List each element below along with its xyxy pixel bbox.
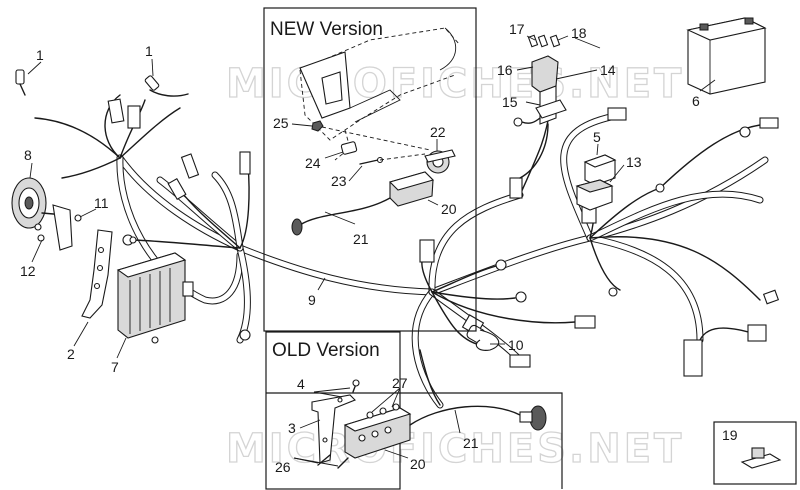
screws-26 — [317, 454, 349, 469]
callouts: 1 1 2 3 4 5 6 7 8 9 10 11 12 13 14 15 16… — [20, 21, 738, 475]
relay-13 — [575, 179, 614, 211]
bracket-3 — [311, 394, 356, 464]
module-20-old — [343, 403, 547, 459]
new-version-inset — [263, 7, 477, 332]
callout-21-new: 21 — [353, 231, 369, 247]
frame-sketch — [299, 27, 461, 161]
old-module-lead — [419, 349, 441, 406]
callout-8: 8 — [24, 147, 32, 163]
harness-connectors — [107, 98, 780, 377]
callout-13: 13 — [626, 154, 642, 170]
callout-27: 27 — [392, 375, 408, 391]
starter-relay-assembly — [513, 34, 567, 179]
callout-17: 17 — [509, 21, 525, 37]
fuse-holder-10 — [466, 324, 500, 351]
regulator-bracket — [81, 229, 137, 319]
old-version-label: OLD Version — [272, 340, 380, 361]
bulb-left — [15, 69, 26, 96]
callout-9: 9 — [308, 292, 316, 308]
callout-16: 16 — [497, 62, 513, 78]
voltage-regulator — [116, 252, 194, 344]
callout-12: 12 — [20, 263, 36, 279]
inset-19 — [713, 421, 797, 485]
screw-23 — [359, 156, 384, 165]
module-20-new — [291, 171, 435, 236]
callout-24: 24 — [305, 155, 321, 171]
callout-3: 3 — [288, 420, 296, 436]
callout-20-old: 20 — [410, 456, 426, 472]
screw-4 — [352, 379, 360, 393]
callout-7: 7 — [111, 359, 119, 375]
horn — [11, 177, 66, 229]
callout-22: 22 — [430, 124, 446, 140]
new-version-label: NEW Version — [270, 19, 383, 40]
fuse-19 — [740, 447, 782, 469]
callout-11: 11 — [94, 195, 109, 211]
callout-15: 15 — [502, 94, 518, 110]
bulb-right — [144, 75, 189, 97]
relay-5 — [583, 154, 617, 186]
callout-5: 5 — [593, 129, 601, 145]
leader-lines — [27, 35, 716, 467]
nut-25 — [311, 120, 324, 132]
bracket-small — [34, 204, 82, 251]
callout-18: 18 — [571, 25, 587, 41]
battery — [686, 17, 767, 95]
callout-1-left: 1 — [36, 47, 44, 63]
sensor-22 — [321, 126, 456, 174]
callout-1-right: 1 — [145, 43, 153, 59]
callout-20-new: 20 — [441, 201, 457, 217]
callout-6: 6 — [692, 93, 700, 109]
old-version-inset-extension — [266, 392, 563, 489]
callout-23: 23 — [331, 173, 347, 189]
callout-19: 19 — [722, 427, 738, 443]
callout-10: 10 — [508, 337, 524, 353]
spacer-24 — [340, 141, 358, 155]
callout-26: 26 — [275, 459, 291, 475]
callout-2: 2 — [67, 346, 75, 362]
callout-25: 25 — [273, 115, 289, 131]
callout-21-old: 21 — [463, 435, 479, 451]
callout-4: 4 — [297, 376, 305, 392]
main-harness — [34, 94, 769, 409]
callout-14: 14 — [600, 62, 616, 78]
watermark-bottom: MICROFICHES.NET — [226, 426, 684, 472]
